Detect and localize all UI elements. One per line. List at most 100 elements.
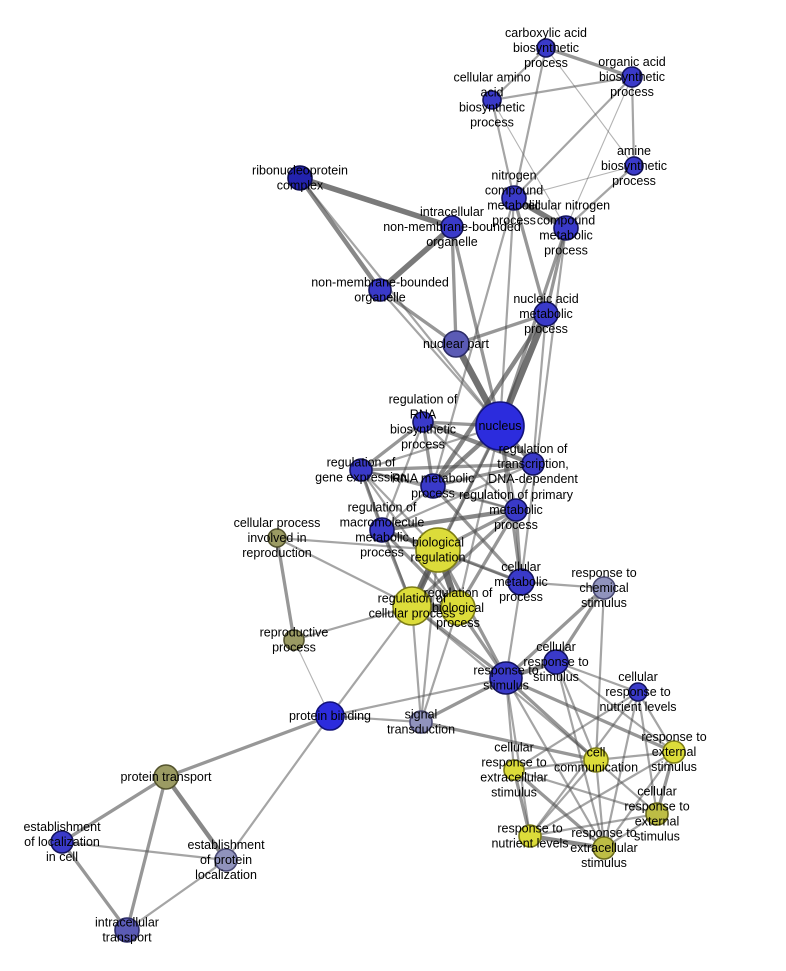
node-nucleus[interactable] — [475, 401, 525, 451]
node-establishment-of-protein-localization[interactable] — [214, 848, 238, 872]
edge-response-to-external-stimulus--response-to-nutrient-levels — [528, 750, 676, 838]
edge-nucleic-acid-metabolic-process--nuclear-part — [454, 312, 548, 346]
node-response-to-stimulus[interactable] — [489, 661, 523, 695]
edge-non-membrane-bounded-organelle--nuclear-part — [378, 288, 458, 346]
node-reproductive-process[interactable] — [283, 629, 305, 651]
node-ribonucleoprotein-complex[interactable] — [287, 165, 313, 191]
edge-response-to-chemical-stimulus--cellular-response-to-stimulus — [554, 586, 606, 664]
edge-cellular-response-to-nutrient-levels--cellular-response-to-external-stimulus — [636, 690, 659, 816]
edge-cellular-amino-acid-biosynthetic-process--nitrogen-compound-metabolic-process — [490, 98, 516, 200]
edge-response-to-external-stimulus--response-to-extracellular-stimulus — [602, 750, 676, 850]
edge-regulation-of-biological-process--signal-transduction — [419, 606, 460, 724]
edge-cellular-response-to-external-stimulus--response-to-nutrient-levels — [528, 812, 659, 838]
edge-layer — [60, 46, 676, 932]
edge-carboxylic-acid-biosynthetic-process--nitrogen-compound-metabolic-process — [512, 46, 548, 200]
edge-organic-acid-biosynthetic-process--nitrogen-compound-metabolic-process — [512, 75, 634, 200]
edge-regulation-of-cellular-process--reproductive-process — [292, 604, 414, 642]
edge-response-to-external-stimulus--cell-communication — [594, 750, 676, 762]
edge-response-to-stimulus--response-to-nutrient-levels — [504, 676, 532, 838]
edge-cellular-response-to-extracellular-stimulus--response-to-extracellular-stimulus — [512, 768, 606, 850]
edge-regulation-of-macromolecule-metabolic-process--regulation-of-biological-process — [380, 528, 460, 610]
edge-cell-communication--cellular-response-to-external-stimulus — [594, 758, 659, 816]
node-cellular-response-to-nutrient-levels[interactable] — [628, 682, 648, 702]
node-organic-acid-biosynthetic-process[interactable] — [621, 66, 643, 88]
edge-carboxylic-acid-biosynthetic-process--cellular-amino-acid-biosynthetic-process — [490, 46, 548, 102]
node-regulation-of-gene-expression[interactable] — [349, 458, 373, 482]
edge-cellular-response-to-stimulus--cell-communication — [554, 660, 598, 762]
edge-regulation-of-rna-biosynthetic-process--regulation-of-transcription-dna-dependent — [420, 419, 536, 467]
edge-ribonucleoprotein-complex--intracellular-non-membrane-bounded-organelle — [297, 175, 455, 230]
node-cellular-response-to-extracellular-stimulus[interactable] — [503, 759, 525, 781]
edge-organic-acid-biosynthetic-process--amine-biosynthetic-process — [630, 75, 636, 168]
edge-cell-communication--cellular-response-to-extracellular-stimulus — [512, 758, 598, 772]
edge-regulation-of-transcription-dna-dependent--rna-metabolic-process — [431, 462, 535, 488]
edge-ribonucleoprotein-complex--nucleus — [298, 176, 502, 428]
node-cellular-response-to-stimulus[interactable] — [543, 649, 569, 675]
node-response-to-chemical-stimulus[interactable] — [592, 576, 616, 600]
edge-regulation-of-transcription-dna-dependent--regulation-of-gene-expression — [359, 462, 535, 472]
node-establishment-of-localization-in-cell[interactable] — [50, 830, 74, 854]
node-nucleic-acid-metabolic-process[interactable] — [533, 301, 559, 327]
node-protein-transport[interactable] — [153, 764, 179, 790]
edge-cell-communication--response-to-extracellular-stimulus — [594, 758, 606, 850]
node-biological-regulation[interactable] — [415, 527, 461, 573]
node-amine-biosynthetic-process[interactable] — [624, 156, 644, 176]
edge-response-to-stimulus--response-to-extracellular-stimulus — [504, 676, 606, 850]
edge-carboxylic-acid-biosynthetic-process--organic-acid-biosynthetic-process — [544, 46, 634, 79]
edge-protein-binding--protein-transport — [164, 714, 332, 779]
node-response-to-external-stimulus[interactable] — [662, 740, 686, 764]
node-cell-communication[interactable] — [583, 747, 609, 773]
edge-cellular-response-to-extracellular-stimulus--cellular-response-to-external-stimulus — [512, 768, 659, 816]
edge-protein-transport--establishment-of-protein-localization — [163, 774, 229, 863]
node-layer — [50, 38, 686, 943]
edge-response-to-stimulus--cell-communication — [504, 676, 598, 762]
node-intracellular-transport[interactable] — [114, 917, 140, 943]
edge-signal-transduction--cell-communication — [419, 720, 598, 762]
node-nitrogen-compound-metabolic-process[interactable] — [501, 185, 527, 211]
edge-establishment-of-localization-in-cell--establishment-of-protein-localization — [60, 840, 228, 862]
edge-cellular-amino-acid-biosynthetic-process--organic-acid-biosynthetic-process — [490, 75, 634, 102]
node-regulation-of-primary-metabolic-process[interactable] — [504, 498, 528, 522]
edge-protein-binding--signal-transduction — [328, 714, 423, 724]
edge-cellular-amino-acid-biosynthetic-process--cellular-nitrogen-compound-metabolic-process — [491, 99, 567, 229]
edge-non-membrane-bounded-organelle--nucleus — [378, 288, 502, 428]
edge-intracellular-non-membrane-bounded-organelle--nuclear-part — [450, 225, 458, 346]
node-response-to-extracellular-stimulus[interactable] — [592, 836, 616, 860]
edge-regulation-of-cellular-process--protein-binding — [328, 604, 414, 718]
node-cellular-nitrogen-compound-metabolic-process[interactable] — [553, 215, 579, 241]
edge-nitrogen-compound-metabolic-process--nucleic-acid-metabolic-process — [512, 196, 548, 316]
node-cellular-process-involved-in-reproduction[interactable] — [267, 528, 287, 548]
node-cellular-metabolic-process[interactable] — [507, 568, 535, 596]
node-regulation-of-biological-process[interactable] — [440, 590, 476, 626]
node-regulation-of-rna-biosynthetic-process[interactable] — [412, 411, 434, 433]
edge-regulation-of-primary-metabolic-process--regulation-of-cellular-process — [410, 508, 518, 608]
edge-nucleic-acid-metabolic-process--regulation-of-transcription-dna-dependent — [531, 312, 548, 466]
node-cellular-response-to-external-stimulus[interactable] — [645, 802, 669, 826]
edge-response-to-nutrient-levels--response-to-extracellular-stimulus — [527, 833, 607, 851]
edge-cellular-response-to-stimulus--cellular-response-to-nutrient-levels — [554, 660, 640, 694]
edge-response-to-chemical-stimulus--cell-communication — [594, 586, 606, 762]
edge-nitrogen-compound-metabolic-process--nucleus — [498, 196, 516, 428]
node-cellular-amino-acid-biosynthetic-process[interactable] — [482, 90, 502, 110]
edge-establishment-of-localization-in-cell--intracellular-transport — [60, 840, 129, 932]
edge-carboxylic-acid-biosynthetic-process--amine-biosynthetic-process — [545, 47, 635, 167]
edge-protein-binding--establishment-of-protein-localization — [224, 714, 332, 862]
edge-cell-communication--response-to-nutrient-levels — [528, 758, 598, 838]
node-regulation-of-transcription-dna-dependent[interactable] — [521, 452, 545, 476]
node-protein-binding[interactable] — [315, 701, 345, 731]
node-signal-transduction[interactable] — [409, 710, 433, 734]
node-regulation-of-cellular-process[interactable] — [392, 586, 432, 626]
node-nuclear-part[interactable] — [442, 330, 470, 358]
edge-organic-acid-biosynthetic-process--cellular-nitrogen-compound-metabolic-process — [565, 76, 633, 229]
node-regulation-of-macromolecule-metabolic-process[interactable] — [369, 517, 395, 543]
node-rna-metabolic-process[interactable] — [420, 473, 446, 499]
edge-response-to-stimulus--protein-binding — [328, 676, 508, 718]
node-non-membrane-bounded-organelle[interactable] — [368, 278, 392, 302]
node-response-to-nutrient-levels[interactable] — [518, 824, 542, 848]
edge-regulation-of-rna-biosynthetic-process--regulation-of-gene-expression — [359, 420, 425, 472]
node-carboxylic-acid-biosynthetic-process[interactable] — [536, 38, 556, 58]
edge-cellular-process-involved-in-reproduction--reproductive-process — [275, 536, 296, 642]
node-intracellular-non-membrane-bounded-organelle[interactable] — [440, 215, 464, 239]
